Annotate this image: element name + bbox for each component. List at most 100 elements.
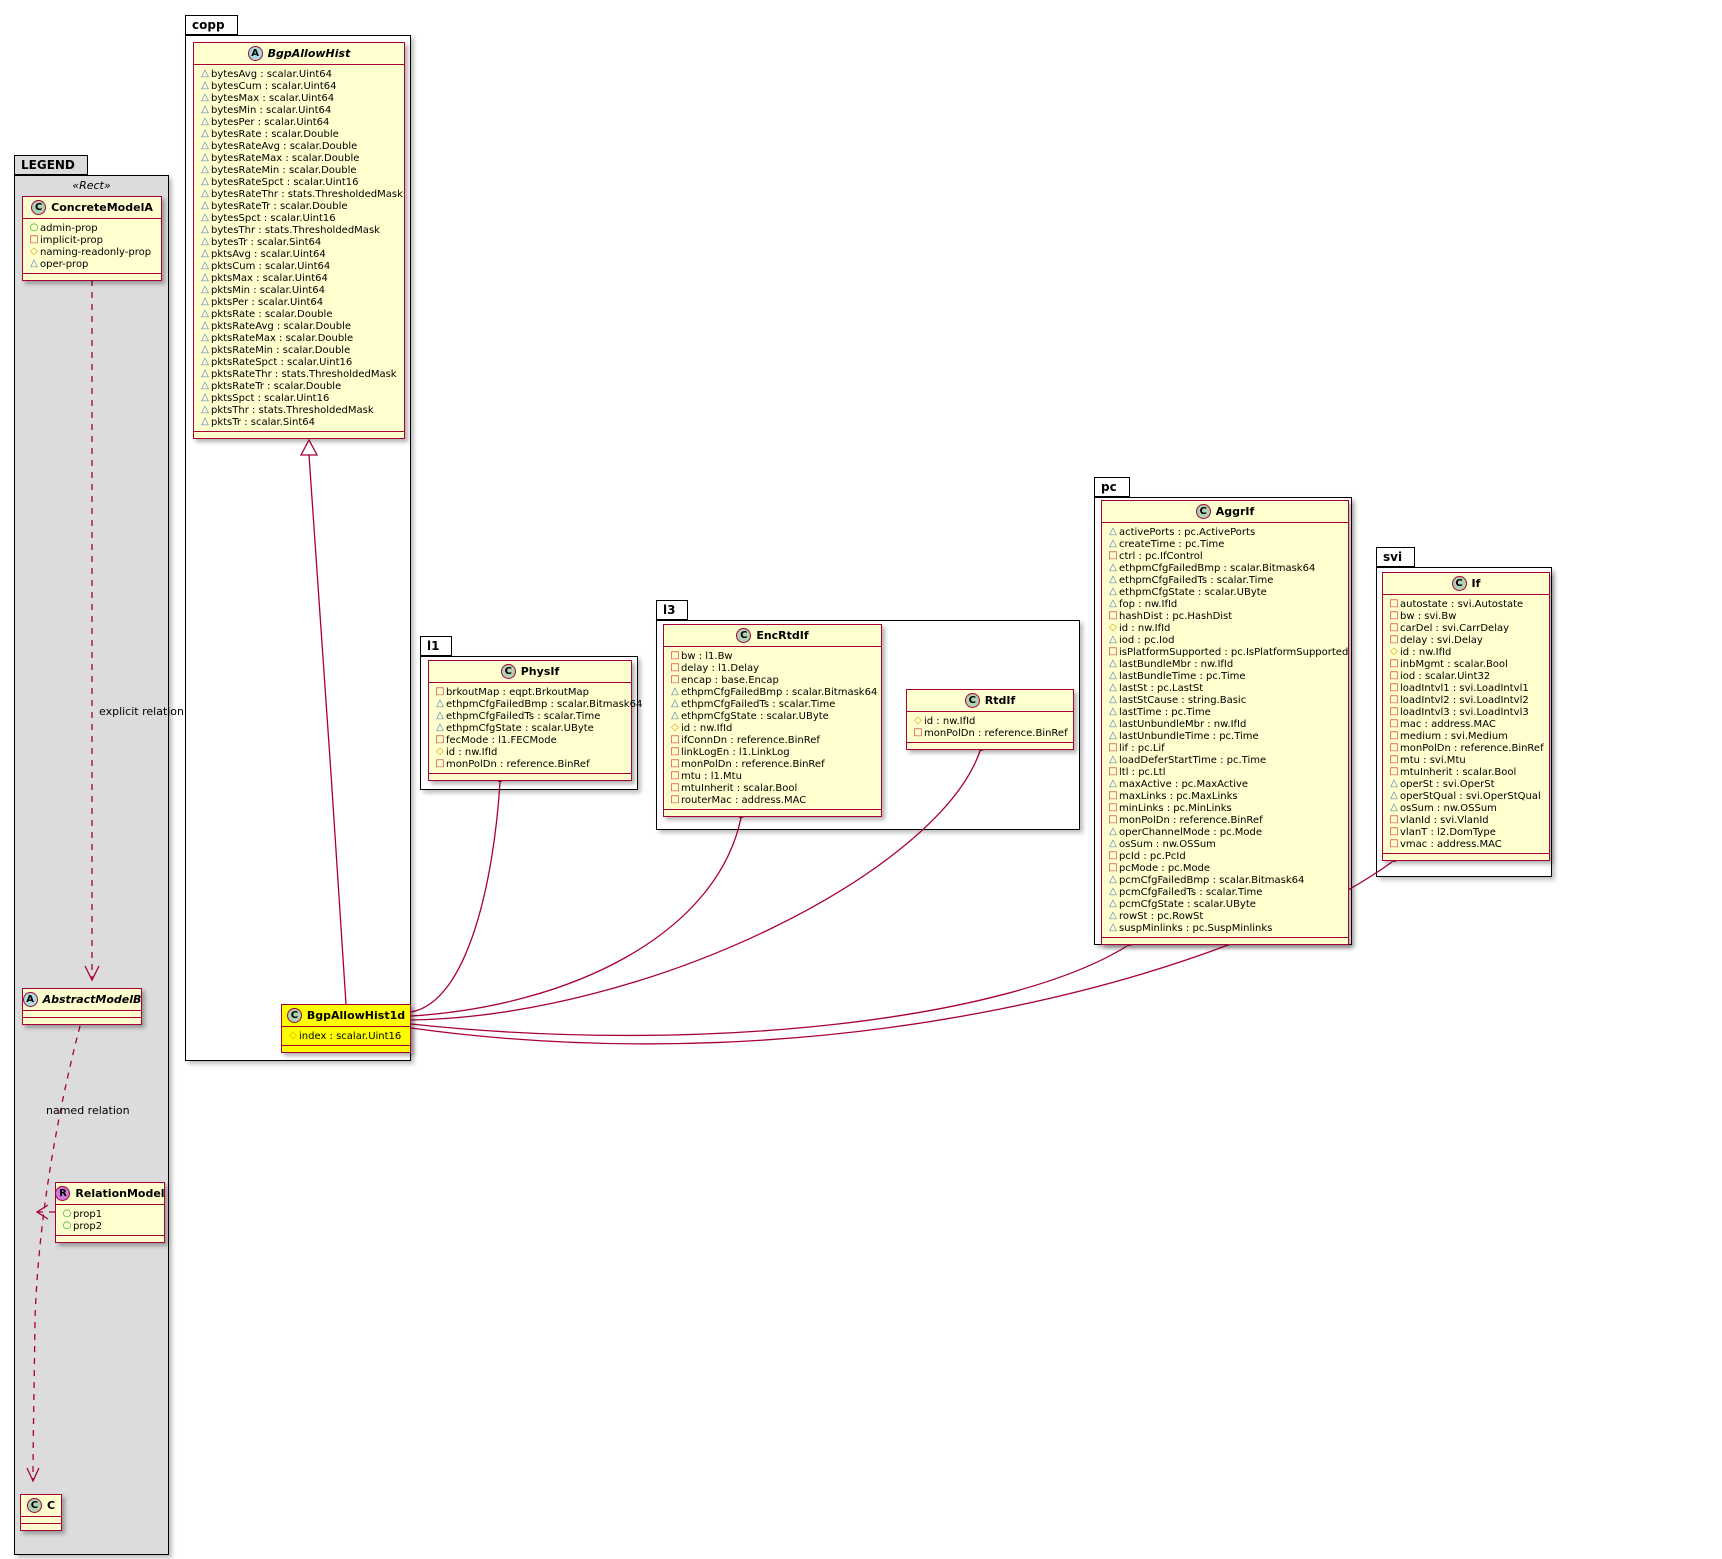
class-attributes xyxy=(21,1517,61,1524)
triangle-prop-icon: △ xyxy=(201,308,209,319)
triangle-prop-icon: △ xyxy=(201,320,209,331)
class-methods-compartment xyxy=(1102,938,1348,944)
attribute-row: □autostate : svi.Autostate xyxy=(1388,598,1544,610)
square-prop-icon: □ xyxy=(670,758,680,769)
triangle-prop-icon: △ xyxy=(1109,898,1117,909)
attribute-row: △pcmCfgState : scalar.UByte xyxy=(1107,898,1343,910)
square-prop-icon: □ xyxy=(913,727,923,738)
class-name: RtdIf xyxy=(984,694,1016,707)
attribute-text: operChannelMode : pc.Mode xyxy=(1119,826,1263,838)
class-attributes: □autostate : svi.Autostate□bw : svi.Bw□c… xyxy=(1383,595,1549,854)
class-kind-badge: C xyxy=(1451,576,1467,591)
attribute-row: ◇index : scalar.Uint16 xyxy=(287,1030,405,1042)
attribute-text: delay : l1.Delay xyxy=(681,662,760,674)
attribute-row: □delay : l1.Delay xyxy=(669,662,876,674)
attribute-row: △bytesRateTr : scalar.Double xyxy=(199,200,399,212)
attribute-row: □monPolDn : reference.BinRef xyxy=(1107,814,1343,826)
diamond-prop-icon: ◇ xyxy=(1390,646,1398,657)
attribute-text: id : nw.IfId xyxy=(924,715,976,727)
attribute-text: pcMode : pc.Mode xyxy=(1119,862,1211,874)
attribute-text: admin-prop xyxy=(40,222,98,234)
square-prop-icon: □ xyxy=(435,686,445,697)
square-prop-icon: □ xyxy=(1108,610,1118,621)
attribute-row: △pktsRateSpct : scalar.Uint16 xyxy=(199,356,399,368)
attribute-row: △ethpmCfgFailedBmp : scalar.Bitmask64 xyxy=(669,686,877,698)
attribute-row: □ctrl : pc.IfControl xyxy=(1107,550,1343,562)
triangle-prop-icon: △ xyxy=(201,356,209,367)
attribute-row: △suspMinlinks : pc.SuspMinlinks xyxy=(1107,922,1343,934)
attribute-text: prop1 xyxy=(73,1208,103,1220)
attribute-row: △ethpmCfgFailedTs : scalar.Time xyxy=(669,698,876,710)
class-attributes: □brkoutMap : eqpt.BrkoutMap△ethpmCfgFail… xyxy=(429,683,642,774)
attribute-text: ethpmCfgState : scalar.UByte xyxy=(446,722,594,734)
attribute-text: lastBundleMbr : nw.IfId xyxy=(1119,658,1234,670)
attribute-row: □brkoutMap : eqpt.BrkoutMap xyxy=(434,686,626,698)
class-methods-compartment xyxy=(429,774,631,780)
attribute-row: △bytesRateThr : stats.ThresholdedMask xyxy=(199,188,403,200)
square-prop-icon: □ xyxy=(1108,550,1118,561)
attribute-row: △ethpmCfgFailedBmp : scalar.Bitmask64 xyxy=(1107,562,1343,574)
triangle-prop-icon: △ xyxy=(671,698,679,709)
attribute-text: bytesMin : scalar.Uint64 xyxy=(211,104,332,116)
triangle-prop-icon: △ xyxy=(201,92,209,103)
attribute-row: △ethpmCfgFailedTs : scalar.Time xyxy=(1107,574,1343,586)
attribute-row: □monPolDn : reference.BinRef xyxy=(912,727,1068,739)
class-methods-compartment xyxy=(664,810,881,816)
attribute-text: pktsRateSpct : scalar.Uint16 xyxy=(211,356,353,368)
attribute-row: △bytesRateMin : scalar.Double xyxy=(199,164,399,176)
relation-edge-bgpallowhist1d-physif xyxy=(410,781,501,1013)
attribute-text: lastSt : pc.LastSt xyxy=(1119,682,1204,694)
square-prop-icon: □ xyxy=(670,794,680,805)
triangle-prop-icon: △ xyxy=(1109,670,1117,681)
attribute-row: △pktsMax : scalar.Uint64 xyxy=(199,272,399,284)
triangle-prop-icon: △ xyxy=(1390,778,1398,789)
triangle-prop-icon: △ xyxy=(201,164,209,175)
square-prop-icon: □ xyxy=(670,782,680,793)
attribute-text: bytesMax : scalar.Uint64 xyxy=(211,92,335,104)
attribute-text: maxLinks : pc.MaxLinks xyxy=(1119,790,1238,802)
attribute-text: pktsMin : scalar.Uint64 xyxy=(211,284,325,296)
attribute-row: □loadIntvl2 : svi.LoadIntvl2 xyxy=(1388,694,1544,706)
square-prop-icon: □ xyxy=(670,674,680,685)
triangle-prop-icon: △ xyxy=(201,188,209,199)
attribute-text: naming-readonly-prop xyxy=(40,246,152,258)
attribute-row: □fecMode : l1.FECMode xyxy=(434,734,626,746)
circle-prop-icon: ○ xyxy=(29,222,39,233)
attribute-row: △ethpmCfgState : scalar.UByte xyxy=(434,722,626,734)
class-kind-badge: A xyxy=(247,46,263,61)
package-tab-l1: l1 xyxy=(420,636,453,656)
triangle-prop-icon: △ xyxy=(201,104,209,115)
attribute-text: bytesRateSpct : scalar.Uint16 xyxy=(211,176,359,188)
square-prop-icon: □ xyxy=(1389,814,1399,825)
square-prop-icon: □ xyxy=(1108,766,1118,777)
triangle-prop-icon: △ xyxy=(1109,754,1117,765)
attribute-text: rowSt : pc.RowSt xyxy=(1119,910,1204,922)
attribute-row: □mtu : svi.Mtu xyxy=(1388,754,1544,766)
square-prop-icon: □ xyxy=(1389,694,1399,705)
attribute-text: lastUnbundleMbr : nw.IfId xyxy=(1119,718,1247,730)
attribute-text: lastBundleTime : pc.Time xyxy=(1119,670,1246,682)
attribute-text: activePorts : pc.ActivePorts xyxy=(1119,526,1256,538)
attribute-text: id : nw.IfId xyxy=(681,722,733,734)
package-tab-pc: pc xyxy=(1094,477,1130,497)
attribute-row: □loadIntvl1 : svi.LoadIntvl1 xyxy=(1388,682,1544,694)
attribute-text: bytesTr : scalar.Sint64 xyxy=(211,236,322,248)
square-prop-icon: □ xyxy=(1389,610,1399,621)
attribute-row: □iod : scalar.Uint32 xyxy=(1388,670,1544,682)
attribute-text: osSum : nw.OSSum xyxy=(1400,802,1497,814)
triangle-prop-icon: △ xyxy=(201,284,209,295)
class-attributes: ◇index : scalar.Uint16 xyxy=(282,1027,410,1046)
